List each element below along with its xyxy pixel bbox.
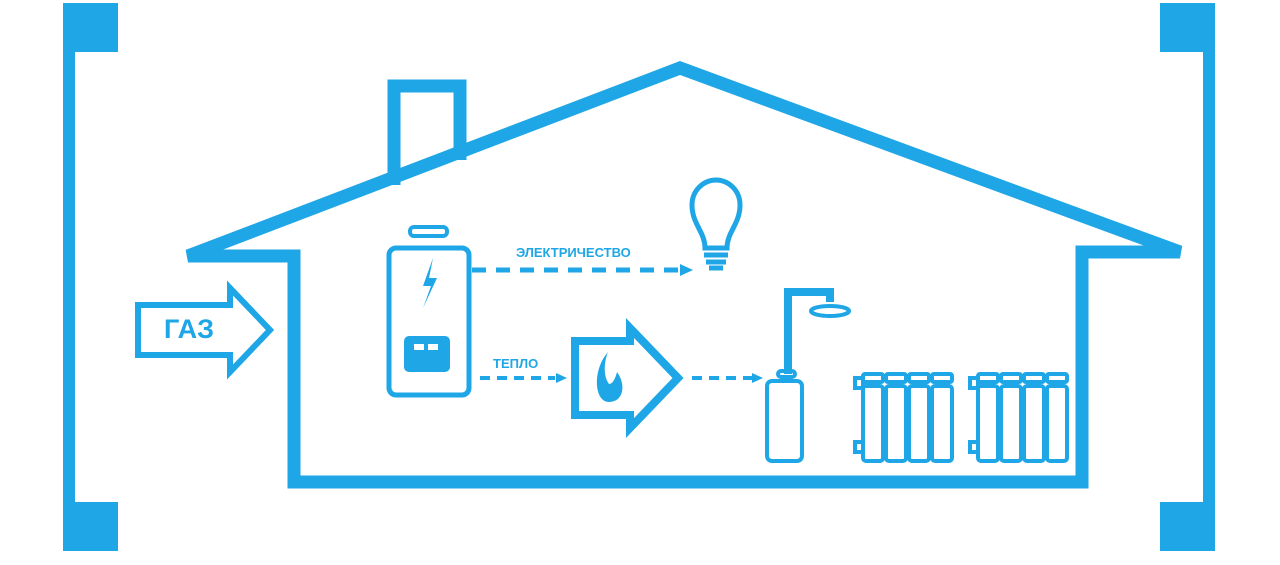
radiator-icon xyxy=(968,372,1069,463)
light-bulb-icon xyxy=(689,177,743,271)
bracket-right xyxy=(1160,3,1215,551)
heat-arrow-icon xyxy=(571,318,684,438)
water-heater-icon xyxy=(765,369,804,463)
gas-arrow-icon xyxy=(135,280,275,380)
electricity-flow xyxy=(472,264,763,383)
electricity-label: ЭЛЕКТРИЧЕСТВО xyxy=(516,245,631,260)
heat-label: ТЕПЛО xyxy=(493,356,539,371)
gas-label: ГАЗ xyxy=(164,314,215,344)
lightning-icon xyxy=(423,258,437,308)
bracket-left xyxy=(63,3,118,551)
chimney xyxy=(387,79,467,185)
flame-icon xyxy=(596,352,623,402)
radiator-icon xyxy=(853,372,954,463)
boiler-icon xyxy=(386,225,472,398)
shower-icon xyxy=(784,288,851,374)
house xyxy=(185,61,1183,489)
